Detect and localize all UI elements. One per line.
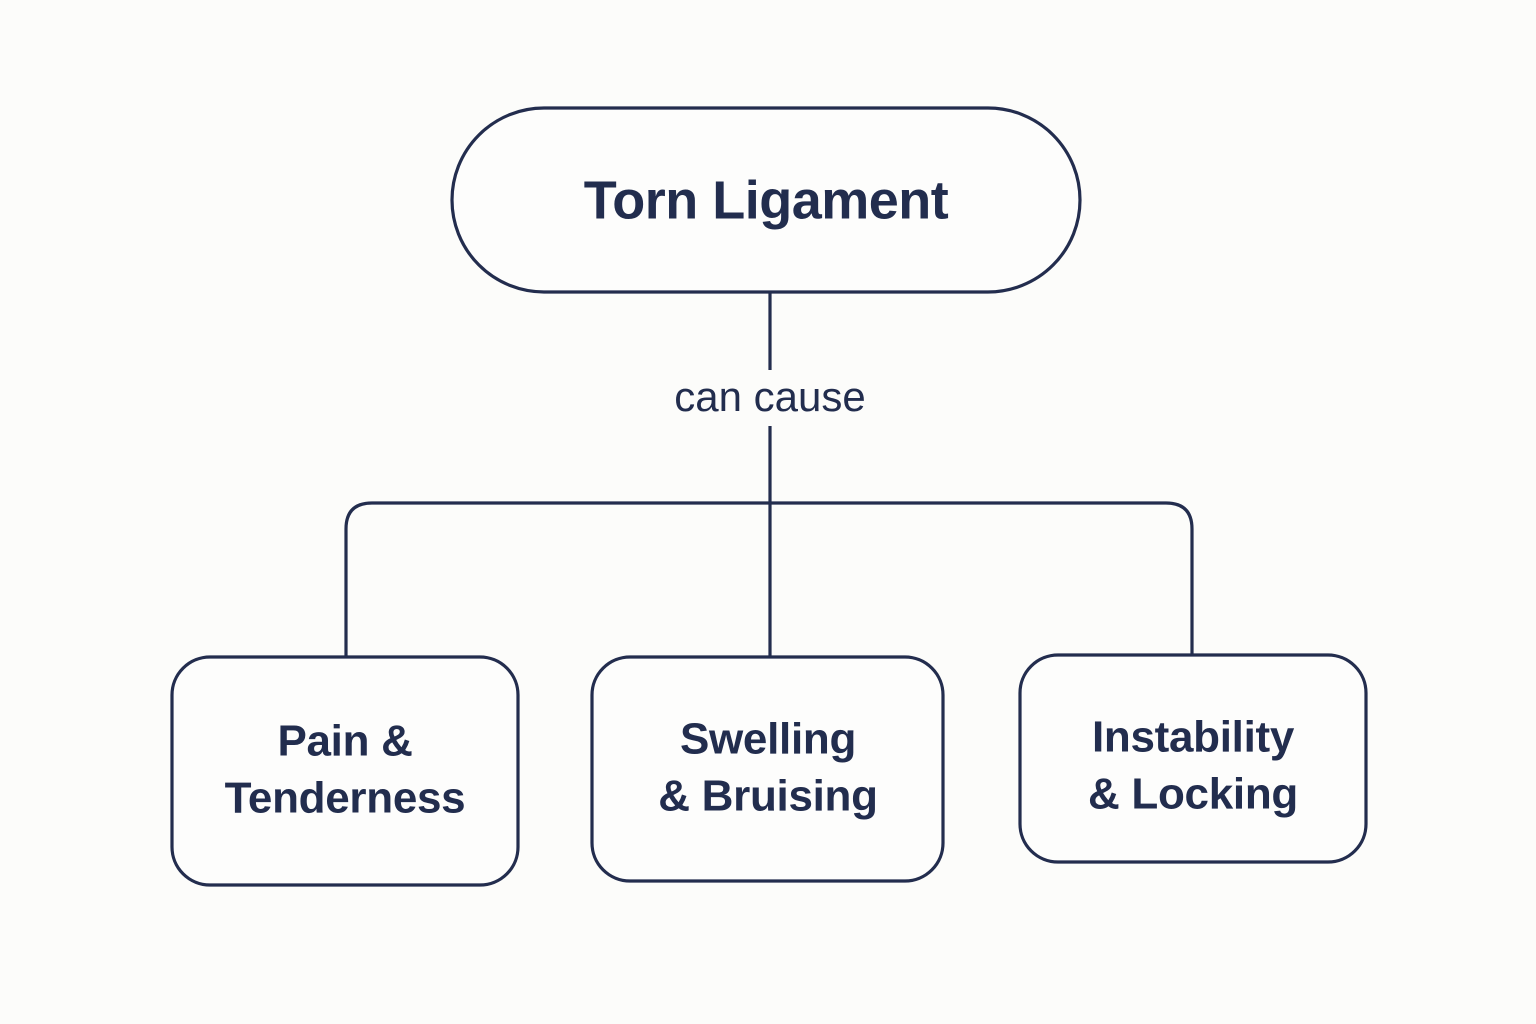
node-pain-tenderness[interactable]: Pain & Tenderness xyxy=(170,655,520,887)
node-pain-tenderness-label-line2: Tenderness xyxy=(225,774,466,823)
node-instability-locking-shape xyxy=(1018,653,1368,864)
node-instability-locking-label-line2: & Locking xyxy=(1088,770,1298,819)
edge-label-can-cause: can cause xyxy=(636,370,904,426)
node-torn-ligament-label: Torn Ligament xyxy=(584,170,949,230)
node-instability-locking-label-line1: Instability xyxy=(1092,713,1295,762)
node-swelling-bruising[interactable]: Swelling & Bruising xyxy=(590,655,945,883)
node-torn-ligament-shape xyxy=(450,106,1082,294)
connector-bus-left-branch xyxy=(770,501,1194,655)
node-swelling-bruising-shape xyxy=(590,655,945,883)
node-instability-locking[interactable]: Instability & Locking xyxy=(1018,653,1368,864)
edge-label-text: can cause xyxy=(674,373,865,420)
node-swelling-bruising-label-line2: & Bruising xyxy=(658,772,877,821)
connector-group xyxy=(344,292,1194,657)
node-torn-ligament[interactable]: Torn Ligament xyxy=(450,106,1082,294)
edge-label-background xyxy=(636,370,904,426)
node-pain-tenderness-shape xyxy=(170,655,520,887)
node-pain-tenderness-label-line1: Pain & xyxy=(277,717,412,766)
node-swelling-bruising-label-line1: Swelling xyxy=(680,715,856,764)
connector-bus-right-branch xyxy=(344,501,770,657)
